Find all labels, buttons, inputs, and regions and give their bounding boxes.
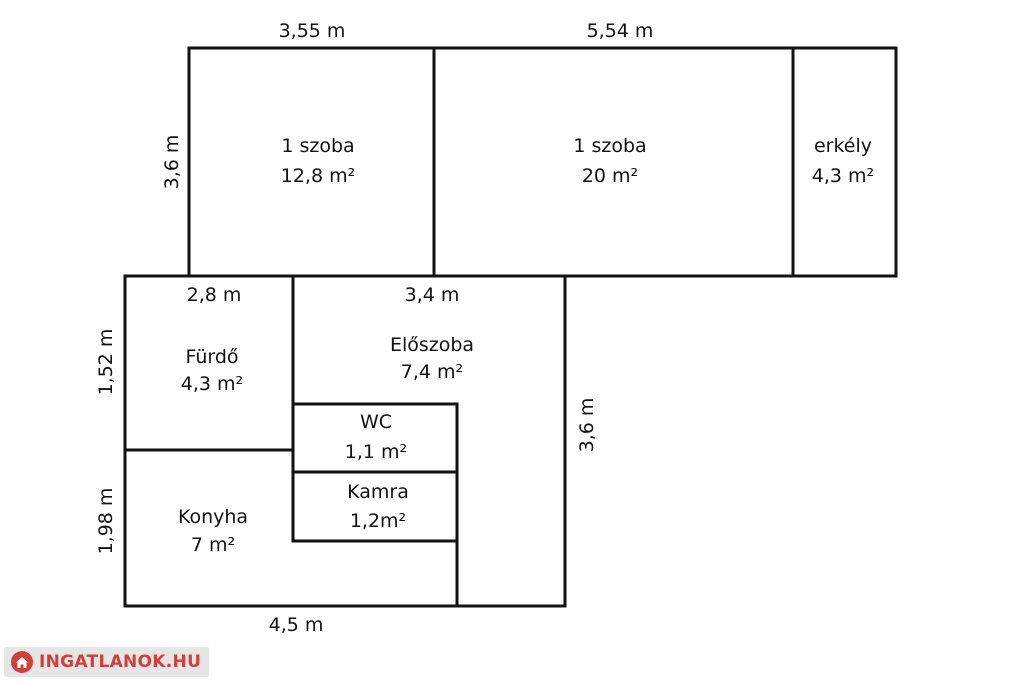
room-szoba1-area: 12,8 m² <box>281 165 355 187</box>
room-eloszoba-name: Előszoba <box>390 334 474 356</box>
room-szoba2-name: 1 szoba <box>573 135 646 157</box>
lower-block-outline <box>123 274 567 608</box>
room-szoba1-outline <box>187 46 436 278</box>
room-wc-name: WC <box>360 411 392 433</box>
room-erkely-outline <box>791 46 898 278</box>
room-szoba2-area: 20 m² <box>582 165 638 187</box>
dim-bottom-width: 4,5 m <box>269 614 324 636</box>
house-icon <box>11 651 33 673</box>
room-furdo-area: 4,3 m² <box>181 373 243 395</box>
room-furdo-name: Fürdő <box>185 346 238 368</box>
watermark: INGATLANOK.HU <box>4 647 210 677</box>
watermark-text: INGATLANOK.HU <box>39 652 202 672</box>
room-eloszoba-area: 7,4 m² <box>401 361 463 383</box>
room-kamra-area: 1,2m² <box>350 510 406 532</box>
dim-top-left-width: 3,55 m <box>279 20 346 42</box>
dim-furdo-width: 2,8 m <box>187 284 242 306</box>
dim-konyha-height: 1,98 m <box>95 488 117 555</box>
room-erkely-name: erkély <box>814 135 872 157</box>
room-kamra-name: Kamra <box>347 481 409 503</box>
room-kamra-outline <box>291 470 459 543</box>
dim-top-height: 3,6 m <box>161 135 183 190</box>
dim-top-right-width: 5,54 m <box>587 20 654 42</box>
room-konyha-name: Konyha <box>178 506 248 528</box>
dim-eloszoba-width: 3,4 m <box>405 284 460 306</box>
room-wc-area: 1,1 m² <box>345 441 407 463</box>
room-erkely-area: 4,3 m² <box>812 165 874 187</box>
room-szoba1-name: 1 szoba <box>281 135 354 157</box>
room-szoba2-outline <box>432 46 795 278</box>
dim-eloszoba-height: 3,6 m <box>576 398 598 453</box>
dim-furdo-height: 1,52 m <box>95 329 117 396</box>
room-konyha-area: 7 m² <box>191 534 235 556</box>
